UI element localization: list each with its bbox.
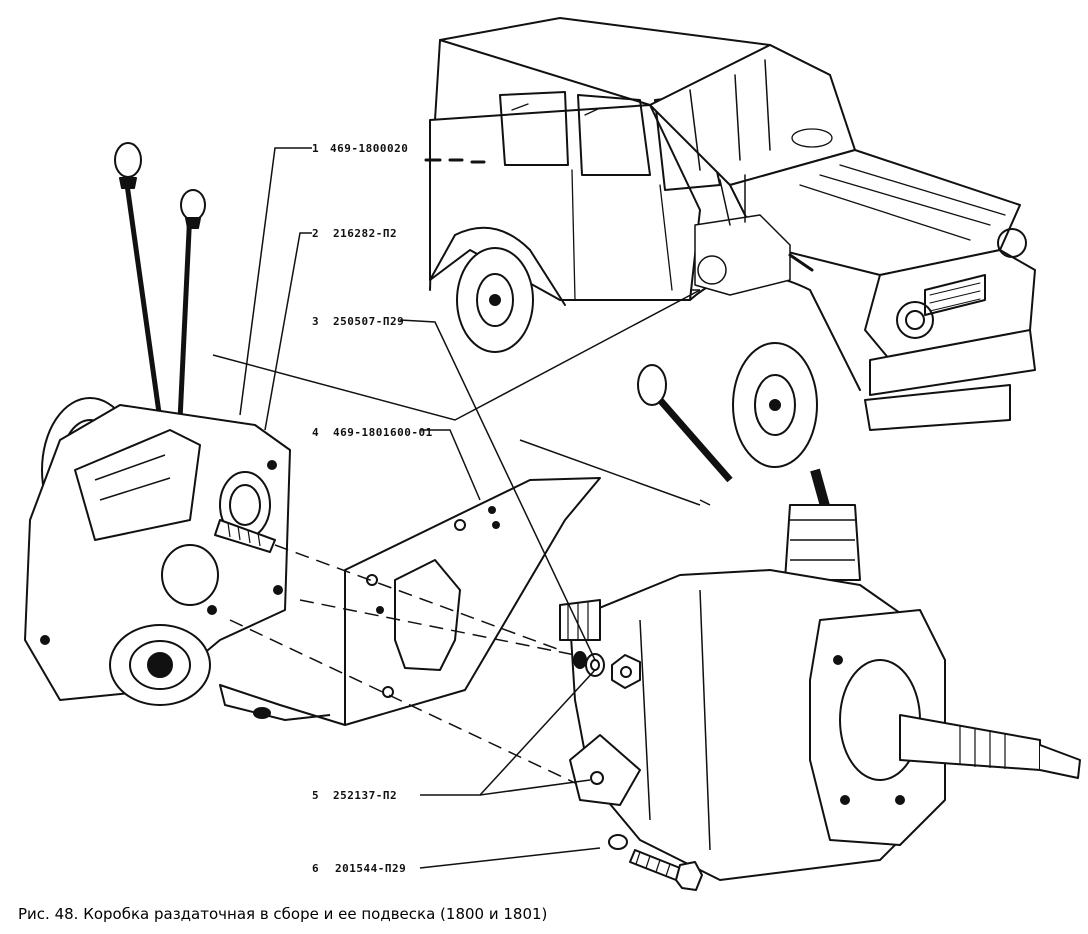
part-number: 1	[312, 142, 319, 155]
part-code: 469-1800020	[330, 142, 408, 155]
part-callout: 4 469-1801600-01	[312, 426, 433, 439]
figure-caption: Рис. 48. Коробка раздаточная в сборе и е…	[18, 905, 548, 923]
part-callout-list: 1 469-1800020 2 216282-П2 3 250507-П29 4…	[312, 142, 433, 875]
part-callout: 1 469-1800020	[312, 142, 408, 155]
part-callout: 2 216282-П2	[312, 227, 397, 240]
part-number: 6	[312, 862, 319, 875]
part-number: 3	[312, 315, 319, 328]
transfer-case-assembly	[24, 142, 291, 706]
part-number: 2	[312, 227, 319, 240]
part-code: 469-1801600-01	[333, 426, 433, 439]
part-callout: 6 201544-П29	[312, 862, 406, 875]
gearbox-assembly	[559, 364, 1081, 891]
part-callout: 5 252137-П2	[312, 789, 397, 802]
callout-pointers	[212, 289, 711, 506]
vehicle-illustration	[424, 17, 1036, 468]
part-code: 252137-П2	[333, 789, 397, 802]
part-code: 250507-П29	[333, 315, 404, 328]
part-code: 216282-П2	[333, 227, 397, 240]
assembly-guide-lines	[229, 544, 601, 791]
part-callout: 3 250507-П29	[312, 315, 404, 328]
part-number: 5	[312, 789, 319, 802]
part-code: 201544-П29	[335, 862, 406, 875]
leader-lines	[239, 147, 601, 869]
part-number: 4	[312, 426, 319, 439]
mounting-bracket	[219, 477, 601, 726]
